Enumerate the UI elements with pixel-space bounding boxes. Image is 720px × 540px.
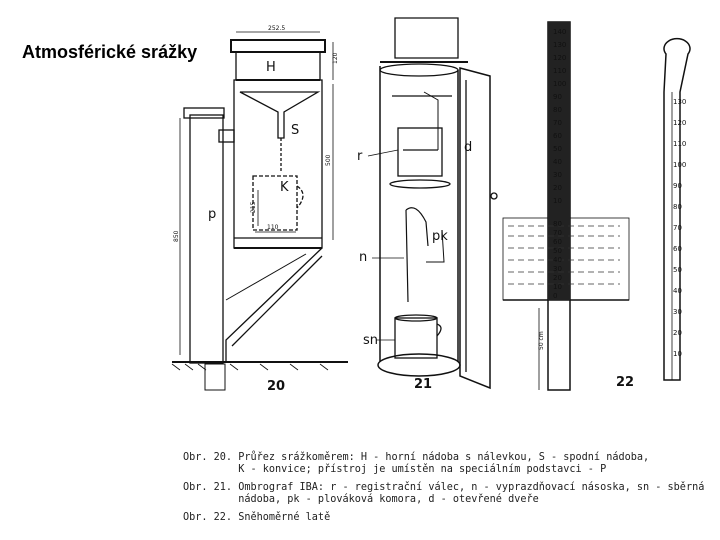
right-scale-label: 60 — [673, 245, 682, 253]
dim-120: 120 — [332, 52, 339, 64]
left-scale-label: 90 — [553, 93, 562, 101]
right-scale-label: 10 — [673, 350, 682, 358]
caption-line-1: Obr. 20. Průřez srážkoměrem: H - horní n… — [183, 452, 650, 463]
left-scale-label: 30 — [553, 265, 562, 273]
dim-top-width: 252.5 — [268, 25, 285, 32]
label-H: H — [266, 60, 276, 75]
dim-215: 215 — [250, 201, 257, 213]
right-scale-label: 130 — [673, 98, 686, 106]
left-scale-label: 110 — [553, 67, 566, 75]
dim-110: 110 — [267, 224, 279, 231]
left-scale-label: 40 — [553, 256, 562, 264]
left-scale-label: 30 — [553, 171, 562, 179]
left-scale-label: 20 — [553, 184, 562, 192]
right-scale-label: 40 — [673, 287, 682, 295]
right-scale-label: 20 — [673, 329, 682, 337]
left-scale-label: 10 — [553, 197, 562, 205]
left-scale-label: 0 — [553, 292, 557, 300]
label-pk: pk — [432, 229, 448, 244]
left-scale-label: 80 — [553, 220, 562, 228]
figure-22-snow-lines — [508, 225, 620, 285]
figure-number-22: 22 — [616, 375, 634, 390]
left-scale-label: 70 — [553, 229, 562, 237]
left-scale-label: 10 — [553, 283, 562, 291]
figure-20-rain-gauge — [171, 31, 348, 391]
label-S: S — [291, 123, 299, 138]
left-scale-label: 100 — [553, 80, 566, 88]
left-scale-label: 120 — [553, 54, 566, 62]
right-scale-label: 120 — [673, 119, 686, 127]
caption-line-5: Obr. 22. Sněhoměrné latě — [183, 512, 331, 523]
figure-21-text: r d pk n sn 21 — [357, 140, 472, 392]
left-scale-label: 130 — [553, 41, 566, 49]
figure-22-snow-stakes — [502, 21, 691, 391]
page-title: Atmosférické srážky — [22, 42, 198, 62]
label-K: K — [280, 180, 289, 195]
figure-21-ombrograph — [367, 17, 498, 390]
label-p: p — [208, 207, 216, 222]
label-n: n — [359, 250, 367, 265]
left-scale-label: 50 — [553, 145, 562, 153]
caption-line-4: nádoba, pk - plováková komora, d - otevř… — [183, 494, 539, 505]
label-50cm: 50 cm — [538, 331, 545, 350]
dim-500: 500 — [325, 154, 332, 166]
left-scale-label: 20 — [553, 274, 562, 282]
right-stake-scale: 130 120 110 100 90 80 70 60 50 40 30 20 10 — [673, 98, 686, 358]
label-sn: sn — [363, 333, 378, 348]
right-scale-label: 80 — [673, 203, 682, 211]
right-scale-label: 30 — [673, 308, 682, 316]
left-scale-label: 50 — [553, 247, 562, 255]
figure-number-20: 20 — [267, 379, 285, 394]
left-scale-label: 80 — [553, 106, 562, 114]
left-stake-scale: 1401301201101009080706050403020108070605… — [553, 28, 566, 300]
left-scale-label: 60 — [553, 238, 562, 246]
right-scale-label: 90 — [673, 182, 682, 190]
right-scale-label: 70 — [673, 224, 682, 232]
left-scale-label: 60 — [553, 132, 562, 140]
left-scale-label: 140 — [553, 28, 566, 36]
label-d: d — [464, 140, 472, 155]
figure-number-21: 21 — [414, 377, 432, 392]
caption-line-2: K - konvice; přístroj je umístěn na spec… — [183, 464, 607, 475]
figure-20-text: H S K p 252.5 120 500 850 215 110 20 — [173, 25, 339, 394]
dim-850: 850 — [173, 230, 180, 242]
right-scale-label: 50 — [673, 266, 682, 274]
right-scale-label: 110 — [673, 140, 686, 148]
label-r: r — [357, 149, 363, 164]
caption-line-3: Obr. 21. Ombrograf IBA: r - registrační … — [183, 482, 705, 493]
right-scale-label: 100 — [673, 161, 686, 169]
figure-22-text: 50 cm 22 — [538, 331, 634, 390]
left-scale-label: 70 — [553, 119, 562, 127]
left-scale-label: 40 — [553, 158, 562, 166]
